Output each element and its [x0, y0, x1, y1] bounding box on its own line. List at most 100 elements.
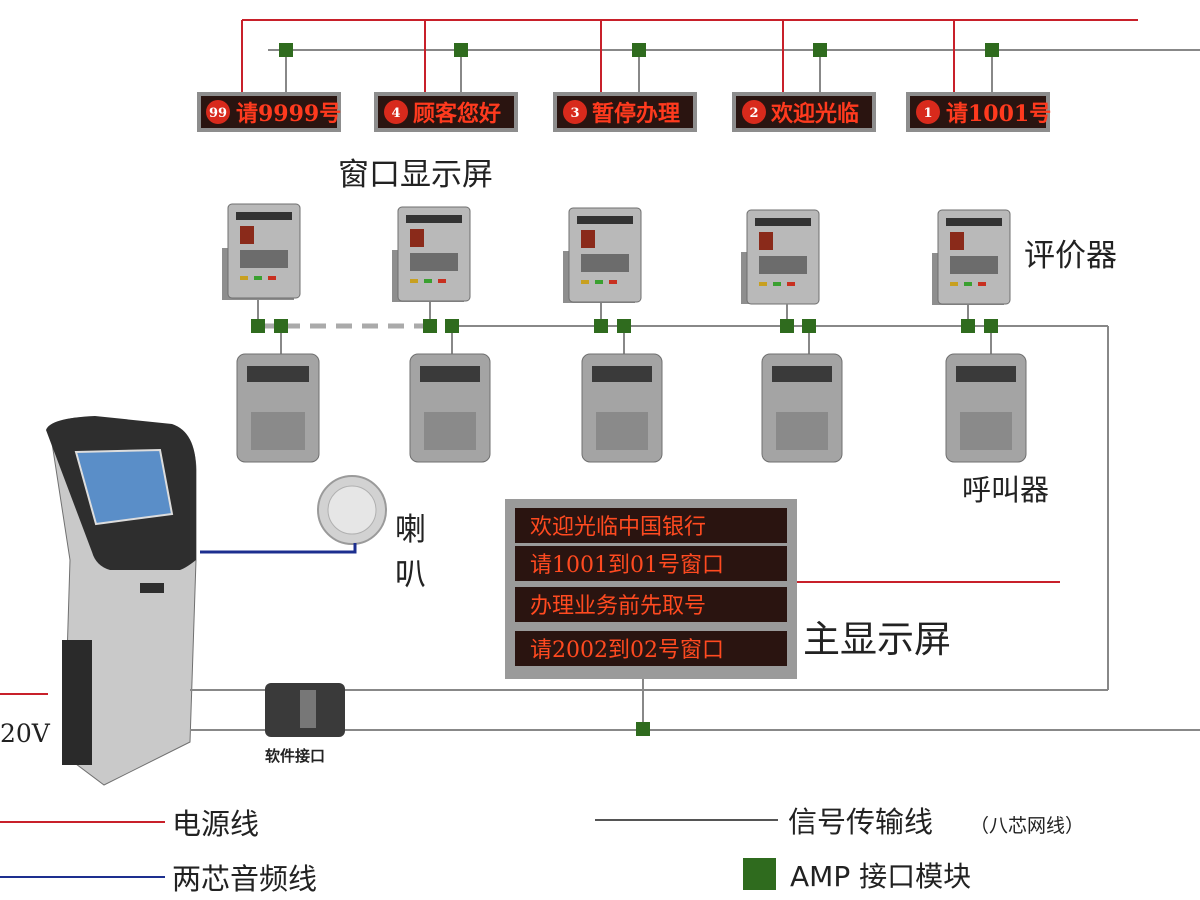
unit-2 — [392, 206, 491, 463]
evaluator-button — [595, 280, 603, 284]
speaker-grille — [327, 485, 377, 535]
amp-module — [961, 319, 975, 333]
number-badge — [742, 100, 766, 124]
panel-text: 请9999号 — [236, 101, 341, 127]
caller — [581, 353, 663, 463]
caller-screen — [420, 366, 480, 382]
number-badge — [206, 100, 230, 124]
amp-module — [984, 319, 998, 333]
caller-screen — [592, 366, 652, 382]
panel-text: 顾客您好 — [413, 101, 501, 127]
window-display-1: 99 请9999号 — [197, 20, 341, 132]
legend-audio-label: 两芯音频线 — [172, 862, 317, 896]
evaluator — [741, 209, 820, 305]
evaluator-button — [410, 279, 418, 283]
unit-5 — [932, 209, 1027, 463]
label-voltage: 20V — [0, 719, 51, 748]
number-badge — [384, 100, 408, 124]
label-speaker-line1: 喇 — [395, 512, 426, 548]
evaluator-photo — [410, 229, 424, 247]
amp-module — [632, 43, 646, 57]
evaluator-button — [759, 282, 767, 286]
caller-keypad — [596, 412, 648, 450]
amp-module — [636, 722, 650, 736]
badge-number: 3 — [570, 106, 579, 121]
caller-screen — [956, 366, 1016, 382]
evaluator-button — [964, 282, 972, 286]
main-display-row — [515, 546, 787, 581]
panel-text: 欢迎光临 — [770, 101, 859, 127]
amp-module — [423, 319, 437, 333]
interface-label-plate — [300, 690, 316, 728]
main-display-line-2: 请1001到01号窗口 — [530, 553, 724, 578]
evaluator-button — [254, 276, 262, 280]
legend-signal-note: （八芯网线） — [970, 815, 1084, 837]
evaluator-photo — [950, 232, 964, 250]
legend-signal-label: 信号传输线 — [788, 805, 933, 839]
evaluator — [222, 203, 301, 300]
window-display-2: 4 顾客您好 — [374, 20, 518, 132]
legend: 电源线 两芯音频线 信号传输线 （八芯网线） AMP 接口模块 — [0, 805, 1084, 896]
main-display-row — [515, 587, 787, 622]
caller-keypad — [424, 412, 476, 450]
label-software-interface: 软件接口 — [265, 747, 325, 765]
legend-amp-swatch — [743, 858, 776, 890]
main-display-line-3: 办理业务前先取号 — [530, 594, 706, 619]
evaluator-photo — [581, 230, 595, 248]
ticket-kiosk — [46, 416, 197, 786]
evaluator-button — [609, 280, 617, 284]
amp-module — [985, 43, 999, 57]
evaluator-screen — [240, 250, 288, 268]
evaluator-header — [577, 216, 633, 224]
caller-screen — [247, 366, 309, 382]
amp-module — [274, 319, 288, 333]
caller — [409, 353, 491, 463]
evaluator-button — [581, 280, 589, 284]
amp-module — [445, 319, 459, 333]
caller-keypad — [251, 412, 305, 450]
evaluator-header — [755, 218, 811, 226]
evaluator — [392, 206, 471, 302]
amp-module — [802, 319, 816, 333]
caller-screen — [772, 366, 832, 382]
evaluator-screen — [759, 256, 807, 274]
caller — [945, 353, 1027, 463]
legend-amp-label: AMP 接口模块 — [790, 860, 971, 893]
evaluator-button — [978, 282, 986, 286]
evaluator-button — [268, 276, 276, 280]
amp-module — [251, 319, 265, 333]
label-speaker-line2: 叭 — [395, 557, 426, 593]
main-display: 欢迎光临中国银行 请1001到01号窗口 办理业务前先取号 请2002到02号窗… — [505, 499, 1060, 679]
caller — [236, 353, 320, 463]
top-wiring — [242, 19, 1200, 51]
speaker — [317, 475, 387, 545]
window-display-5: 1 请1001号 — [906, 20, 1051, 132]
kiosk-screen — [74, 448, 174, 526]
kiosk-side-panel — [62, 640, 92, 765]
evaluator-button — [950, 282, 958, 286]
kiosk-ticket-slot — [140, 583, 164, 593]
main-display-row — [515, 631, 787, 666]
evaluator-screen — [581, 254, 629, 272]
badge-number: 2 — [749, 106, 758, 121]
number-badge — [916, 100, 940, 124]
evaluator-button — [438, 279, 446, 283]
label-window-display: 窗口显示屏 — [338, 157, 493, 193]
number-badge — [563, 100, 587, 124]
evaluator-button — [240, 276, 248, 280]
panel-text: 请1001号 — [946, 101, 1051, 127]
amp-module — [813, 43, 827, 57]
badge-number: 4 — [391, 106, 400, 121]
unit-1 — [222, 203, 320, 463]
evaluator-photo — [240, 226, 254, 244]
caller — [761, 353, 843, 463]
window-display-3: 3 暂停办理 — [553, 20, 697, 132]
software-interface — [265, 683, 345, 737]
legend-power-label: 电源线 — [172, 807, 259, 841]
label-caller: 呼叫器 — [962, 473, 1049, 507]
main-display-line-1: 欢迎光临中国银行 — [530, 515, 706, 540]
evaluator-button — [787, 282, 795, 286]
window-display-4: 2 欢迎光临 — [732, 20, 876, 132]
main-display-line-4: 请2002到02号窗口 — [530, 638, 724, 663]
